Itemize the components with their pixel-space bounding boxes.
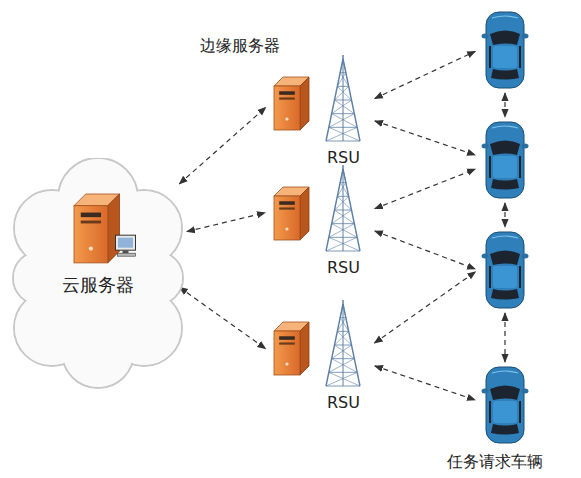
vehicle: [478, 365, 532, 445]
dashed-link: [375, 231, 475, 269]
vehicle: [478, 10, 532, 90]
edge-server-rsu: RSU: [268, 300, 372, 412]
dashed-link: [504, 313, 505, 362]
cloud-label: 云服务器: [62, 274, 134, 296]
cloud-server: 云服务器: [12, 158, 184, 390]
car-icon: [478, 230, 532, 310]
edge-server-rsu: RSU: [268, 165, 372, 277]
dashed-link: [374, 272, 475, 343]
dashed-link: [180, 287, 266, 348]
dashed-link: [375, 366, 475, 400]
dashed-link: [504, 203, 505, 227]
dashed-link: [504, 93, 505, 117]
car-icon: [478, 365, 532, 445]
car-icon: [478, 120, 532, 200]
car-icon: [478, 10, 532, 90]
dashed-link: [187, 213, 265, 232]
vehicle: [478, 230, 532, 310]
dashed-link: [375, 121, 475, 155]
dashed-link: [179, 107, 265, 183]
dashed-link: [375, 169, 475, 209]
rsu-label: RSU: [327, 258, 360, 277]
rsu-label: RSU: [327, 393, 360, 412]
vehicle: [478, 120, 532, 200]
dashed-link: [375, 51, 476, 98]
vehicle-label: 任务请求车辆: [447, 452, 543, 471]
edge-server-label: 边缘服务器: [200, 36, 280, 55]
edge-server-rsu: RSU: [268, 55, 372, 167]
